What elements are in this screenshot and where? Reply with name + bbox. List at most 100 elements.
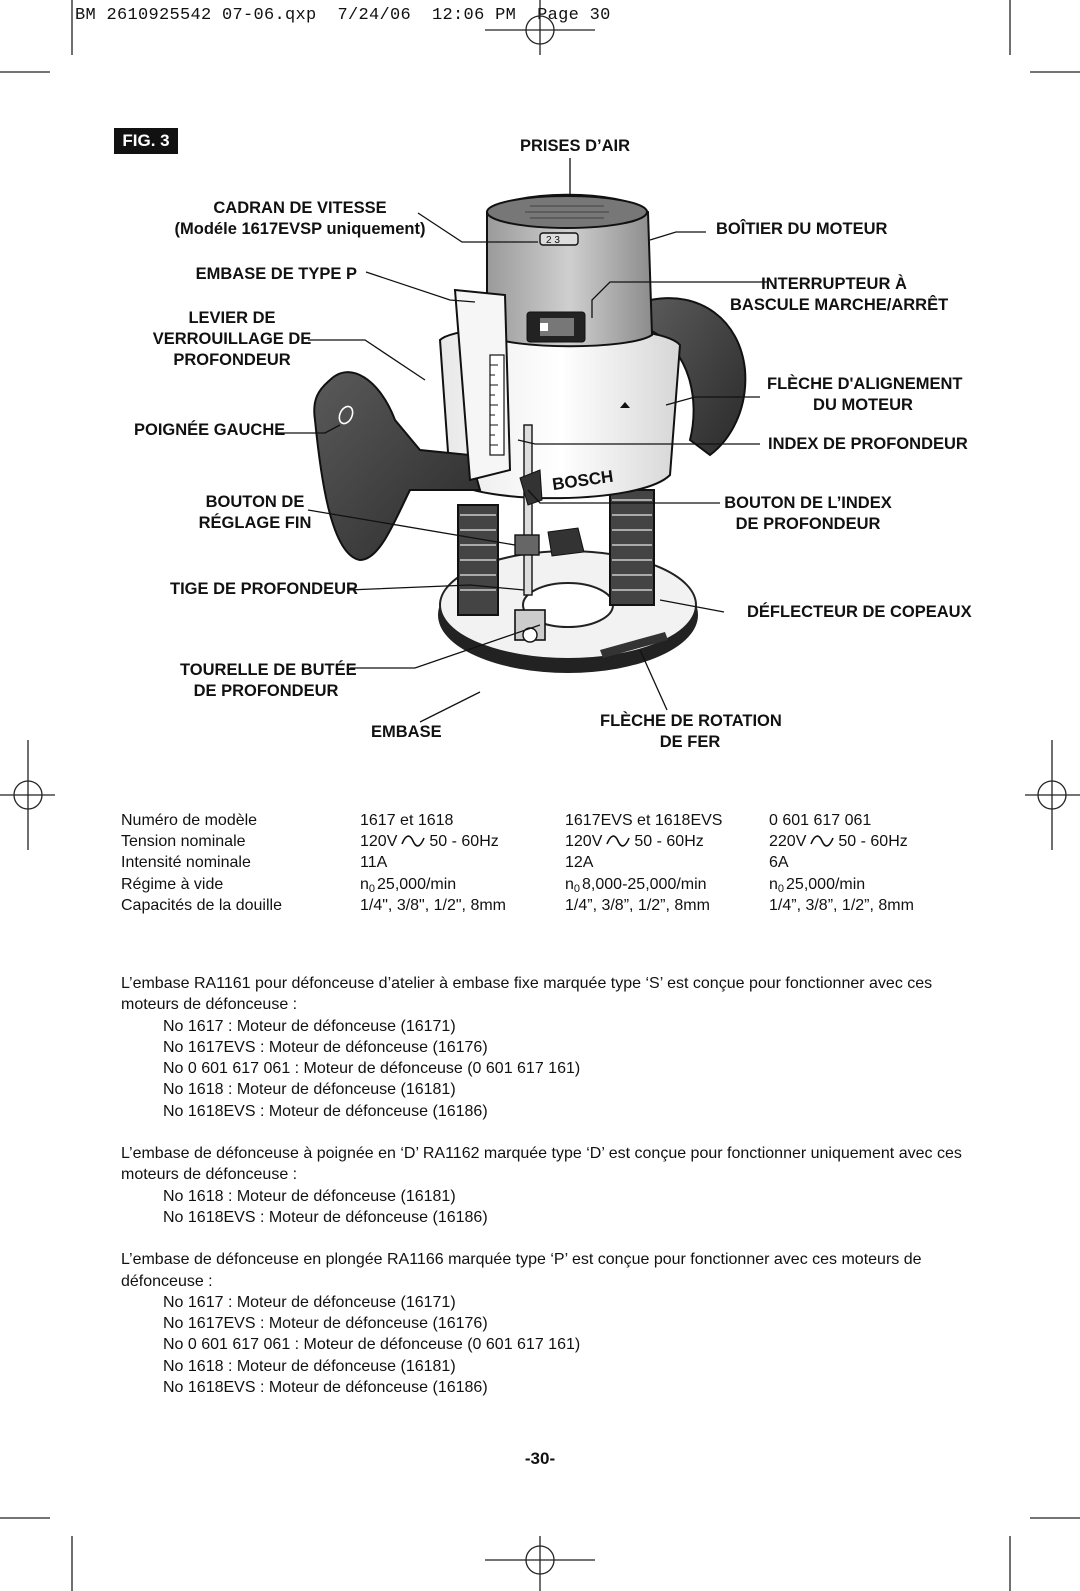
label-levier-line1: LEVIER DE — [188, 309, 276, 327]
label-bouton-index-line1: BOUTON DE L’INDEX — [724, 494, 892, 512]
list-item: No 1618 : Moteur de défonceuse (16181) — [163, 1081, 456, 1099]
label-fleche-rot-line2: DE FER — [659, 733, 721, 751]
label-cadran-line2: (Modéle 1617EVSP uniquement) — [174, 220, 426, 238]
router-illustration: BOSCH 2 3 — [275, 158, 768, 723]
spec-label: Tension nominale — [121, 833, 246, 851]
frequency: 50 - 60Hz — [634, 833, 704, 851]
speed: 25,000/min — [377, 875, 457, 893]
page-number: -30- — [524, 1449, 556, 1468]
n-subscript: 0 — [573, 882, 581, 895]
list-item: No 1618 : Moteur de défonceuse (16181) — [163, 1357, 456, 1375]
n-symbol: n — [769, 875, 778, 893]
table-row: Capacités de la douille 1/4", 3/8", 1/2"… — [121, 897, 949, 918]
spec-label: Capacités de la douille — [121, 896, 282, 914]
list-item: No 1618EVS : Moteur de défonceuse (16186… — [163, 1379, 488, 1397]
label-cadran-line1: CADRAN DE VITESSE — [213, 199, 387, 217]
paragraph-ra1162: L’embase de défonceuse à poignée en ‘D’ … — [121, 1145, 962, 1184]
spec-value: 1/4", 3/8", 1/2", 8mm — [360, 896, 506, 914]
printer-slug: BM 2610925542 07-06.qxp 7/24/06 12:06 PM… — [75, 6, 611, 25]
n-subscript: 0 — [777, 882, 785, 895]
label-fleche-align-line1: FLÈCHE D'ALIGNEMENT — [767, 375, 963, 393]
depth-rod — [523, 424, 533, 596]
list-ra1166: No 1617 : Moteur de défonceuse (16171) N… — [163, 1292, 981, 1398]
ac-icon — [401, 835, 426, 847]
voltage: 120V — [360, 833, 398, 851]
list-item: No 1618EVS : Moteur de défonceuse (16186… — [163, 1208, 488, 1226]
label-tige-profondeur: TIGE DE PROFONDEUR — [170, 580, 358, 598]
list-item: No 1617 : Moteur de défonceuse (16171) — [163, 1017, 456, 1035]
label-fleche-rot-line1: FLÈCHE DE ROTATION — [600, 712, 782, 730]
label-interrupteur: INTERRUPTEUR À BASCULE MARCHE/ARRÊT — [730, 274, 949, 316]
voltage: 220V — [769, 833, 807, 851]
right-handle — [649, 297, 747, 457]
n-symbol: n — [565, 875, 574, 893]
label-bouton-reglage: BOUTON DE RÉGLAGE FIN — [190, 492, 320, 534]
spec-value: 12A — [565, 854, 594, 872]
spec-label: Numéro de modèle — [121, 812, 258, 829]
paragraph-ra1166: L’embase de défonceuse en plongée RA1166… — [121, 1251, 922, 1290]
spec-value: 120V 50 - 60Hz — [565, 833, 769, 854]
compatibility-text: L’embase RA1161 pour défonceuse d’atelie… — [121, 973, 981, 1398]
left-handle — [313, 371, 482, 562]
spec-value: 1/4”, 3/8”, 1/2”, 8mm — [769, 896, 914, 914]
label-bouton-reglage-line2: RÉGLAGE FIN — [198, 514, 312, 532]
label-tourelle-butee: TOURELLE DE BUTÉE DE PROFONDEUR — [180, 660, 357, 702]
ac-icon — [810, 835, 835, 847]
leader-lines — [275, 158, 768, 723]
label-levier-line3: PROFONDEUR — [173, 351, 291, 369]
label-fleche-rotation: FLÈCHE DE ROTATION DE FER — [600, 711, 782, 753]
springs — [457, 489, 655, 616]
spec-label: Régime à vide — [121, 875, 224, 893]
label-tourelle-line2: DE PROFONDEUR — [193, 682, 339, 700]
label-bouton-index: BOUTON DE L’INDEX DE PROFONDEUR — [717, 493, 899, 535]
label-poignee-gauche: POIGNÉE GAUCHE — [134, 421, 286, 439]
table-row: Intensité nominale 11A 12A 6A — [121, 854, 949, 875]
label-interrupteur-line1: INTERRUPTEUR À — [761, 275, 907, 293]
label-fleche-align-line2: DU MOTEUR — [813, 396, 913, 414]
label-embase: EMBASE — [371, 723, 442, 741]
label-tourelle-line1: TOURELLE DE BUTÉE — [180, 661, 357, 679]
specs-table: Numéro de modèle 1617 et 1618 1617EVS et… — [121, 812, 949, 918]
n-subscript: 0 — [368, 882, 376, 895]
label-levier-verrouillage: LEVIER DE VERROUILLAGE DE PROFONDEUR — [146, 308, 318, 371]
table-row: Tension nominale 120V 50 - 60Hz 120V 50 - … — [121, 833, 949, 854]
label-boitier-moteur: BOÎTIER DU MOTEUR — [716, 220, 888, 238]
speed: 8,000-25,000/min — [582, 875, 707, 893]
label-bouton-reglage-line1: BOUTON DE — [205, 493, 305, 511]
spec-value: 1/4”, 3/8”, 1/2”, 8mm — [565, 896, 710, 914]
label-index-profondeur: INDEX DE PROFONDEUR — [768, 435, 968, 453]
list-item: No 1618EVS : Moteur de défonceuse (16186… — [163, 1102, 488, 1120]
frequency: 50 - 60Hz — [429, 833, 499, 851]
list-item: No 1618 : Moteur de défonceuse (16181) — [163, 1187, 456, 1205]
label-interrupteur-line2: BASCULE MARCHE/ARRÊT — [730, 296, 949, 314]
list-item: No 1617EVS : Moteur de défonceuse (16176… — [163, 1315, 488, 1333]
spec-label: Intensité nominale — [121, 854, 251, 872]
label-fleche-alignement: FLÈCHE D'ALIGNEMENT DU MOTEUR — [767, 374, 963, 416]
list-item: No 0 601 617 061 : Moteur de défonceuse … — [163, 1336, 581, 1354]
label-embase-type-p: EMBASE DE TYPE P — [195, 265, 357, 283]
n-symbol: n — [360, 875, 369, 893]
label-bouton-index-line2: DE PROFONDEUR — [735, 515, 881, 533]
label-levier-line2: VERROUILLAGE DE — [152, 330, 312, 348]
spec-value: 1617EVS et 1618EVS — [565, 812, 723, 829]
list-item: No 0 601 617 061 : Moteur de défonceuse … — [163, 1060, 581, 1078]
list-item: No 1617 : Moteur de défonceuse (16171) — [163, 1293, 456, 1311]
paragraph-ra1161: L’embase RA1161 pour défonceuse d’atelie… — [121, 975, 933, 1014]
dial-marks: 2 3 — [546, 235, 560, 246]
spec-value: 6A — [769, 854, 789, 872]
voltage: 120V — [565, 833, 603, 851]
frequency: 50 - 60Hz — [838, 833, 908, 851]
spec-value: 1617 et 1618 — [360, 812, 454, 829]
label-prises-air: PRISES D’AIR — [520, 137, 631, 155]
label-cadran-vitesse: CADRAN DE VITESSE (Modéle 1617EVSP uniqu… — [160, 198, 440, 240]
spec-value: 0 601 617 061 — [769, 812, 872, 829]
spec-value: 11A — [360, 854, 388, 872]
speed: 25,000/min — [786, 875, 866, 893]
list-ra1162: No 1618 : Moteur de défonceuse (16181) N… — [163, 1186, 981, 1229]
ac-icon — [606, 835, 631, 847]
